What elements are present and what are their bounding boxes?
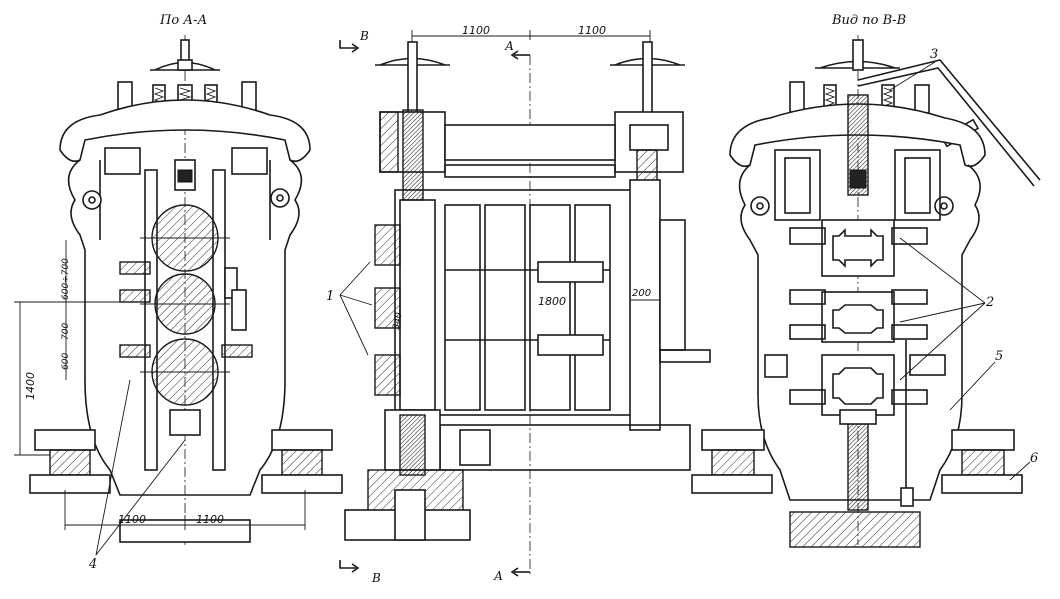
right-view-b-b: Вид по В-В (691, 13, 1041, 548)
dim-1800: 1800 (538, 295, 566, 308)
dim-200: 200 (632, 288, 651, 299)
dim-600-700: 600÷700 (61, 258, 71, 300)
rolls-left (140, 204, 230, 406)
callout-1: 1 (326, 289, 334, 304)
left-view-section-a-a: По А-А (14, 13, 343, 572)
dim-340: 340 (392, 311, 405, 330)
chocks-right (821, 219, 895, 416)
callout-6: 6 (1030, 451, 1038, 466)
section-a-bottom: А (493, 569, 503, 583)
callout-4: 4 (88, 557, 97, 572)
roll-grooves (444, 204, 611, 411)
dim-bottom-left: 1100 (118, 513, 146, 526)
section-b-bottom: В (371, 571, 381, 585)
section-a-top: А (504, 39, 514, 53)
callout-3: 3 (930, 47, 938, 62)
callout-2: 2 (985, 295, 994, 310)
middle-view-front: В В А А 1100 1100 (326, 24, 711, 585)
callout-5: 5 (995, 349, 1003, 364)
section-b-top: В (359, 29, 369, 43)
feet-left (29, 429, 343, 494)
dim-600: 600 (61, 353, 71, 370)
dim-top-left: 1100 (462, 24, 490, 37)
dim-1400: 1400 (24, 372, 37, 400)
right-view-title: Вид по В-В (831, 13, 906, 28)
dim-bottom-right: 1100 (196, 513, 224, 526)
left-view-title: По А-А (159, 13, 207, 28)
dim-700: 700 (61, 323, 71, 340)
dim-top-right: 1100 (578, 24, 606, 37)
